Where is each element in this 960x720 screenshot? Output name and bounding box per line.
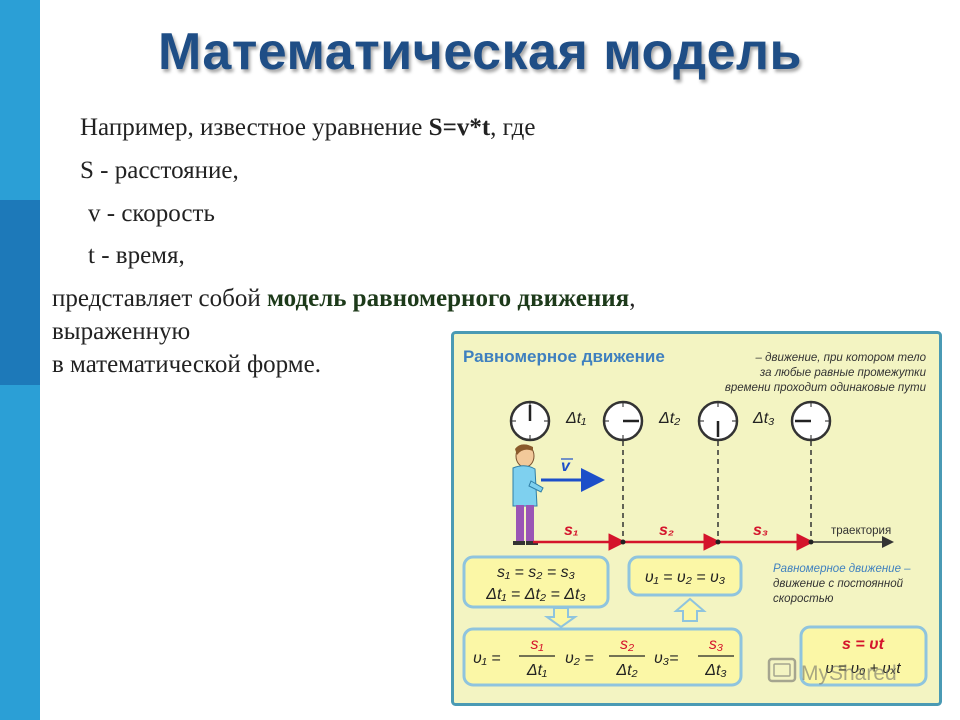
fraction-denominator: Δt₁ xyxy=(526,662,547,679)
fraction-numerator: s₃ xyxy=(709,636,723,653)
formula-text: s = υt xyxy=(842,636,885,653)
clock-icon xyxy=(509,400,551,442)
point-marker xyxy=(715,539,721,545)
point-marker xyxy=(620,539,626,545)
slide-title: Математическая модель xyxy=(157,23,803,81)
text-line-example: Например, известное уравнение S=v*t, где xyxy=(80,114,535,142)
text-segment: , xyxy=(629,285,636,312)
text-line-model: представляет собой модель равномерного д… xyxy=(52,285,635,313)
text-segment: Например, известное уравнение xyxy=(80,114,429,141)
formula-text: υ₂ = xyxy=(565,650,594,667)
formula-text: υ = υ₀ + υₓt xyxy=(825,660,901,677)
velocity-formulas-box xyxy=(462,627,743,687)
definition-line: за любые равные промежутки xyxy=(759,367,927,379)
figure-svg: Равномерное движение – движение, при кот… xyxy=(451,331,942,706)
down-arrow-icon xyxy=(543,607,579,629)
sidebar-accent xyxy=(0,200,40,385)
text-segment: представляет собой xyxy=(52,285,267,312)
text-line-form: в математической форме. xyxy=(52,351,321,378)
formula-text: υ₁ = xyxy=(473,650,501,667)
text-line-s: S - расстояние, xyxy=(80,157,239,184)
fraction-numerator: s₁ xyxy=(530,636,543,653)
formula-text: Δt₁ = Δt₂ = Δt₃ xyxy=(485,586,586,603)
formula-text: υ₁ = υ₂ = υ₃ xyxy=(645,569,725,586)
interval-label: Δt₃ xyxy=(752,410,775,427)
fraction-denominator: Δt₂ xyxy=(615,662,637,679)
equal-velocity-box xyxy=(627,555,743,597)
text-line-expressed: выраженную xyxy=(52,318,191,345)
watermark-text: MyShared xyxy=(801,662,897,685)
text-line-t: t - время, xyxy=(88,242,185,269)
formula-inline: S=v*t xyxy=(428,114,491,141)
text-line-v: v - скорость xyxy=(88,200,215,227)
point-marker xyxy=(808,539,814,545)
person-figure xyxy=(512,444,544,545)
fraction-numerator: s₂ xyxy=(620,636,634,653)
definition-line: времени проходит одинаковые пути xyxy=(725,382,927,394)
equal-distance-box xyxy=(462,555,610,609)
distance-label: s₂ xyxy=(659,522,674,539)
formula-text: υ₃= xyxy=(654,650,678,667)
watermark-icon xyxy=(767,657,797,683)
text-segment: , где xyxy=(490,114,536,141)
uniform-motion-figure: Равномерное движение – движение, при кот… xyxy=(451,331,942,706)
distance-label: s₃ xyxy=(753,522,768,539)
definition2-line: движение с постоянной xyxy=(773,578,904,590)
highlighted-phrase: модель равномерного движения xyxy=(266,285,630,312)
clock-icon xyxy=(790,400,832,442)
formula-text: s₁ = s₂ = s₃ xyxy=(497,564,575,581)
clock-icon xyxy=(697,400,739,442)
watermark: MyShared xyxy=(767,657,897,685)
motion-law-box xyxy=(799,625,928,687)
definition2-line: скоростью xyxy=(773,593,834,605)
clock-icon xyxy=(602,400,644,442)
definition-line: – движение, при котором тело xyxy=(755,352,927,364)
interval-label: Δt₁ xyxy=(565,410,586,427)
interval-label: Δt₂ xyxy=(658,410,680,427)
trajectory-label: траектория xyxy=(831,525,891,537)
figure-heading: Равномерное движение xyxy=(463,347,665,366)
definition2-line: Равномерное движение – xyxy=(773,563,911,575)
up-arrow-icon xyxy=(673,597,707,622)
velocity-label: v xyxy=(561,458,571,475)
distance-label: s₁ xyxy=(564,522,579,539)
fraction-denominator: Δt₃ xyxy=(704,662,727,679)
